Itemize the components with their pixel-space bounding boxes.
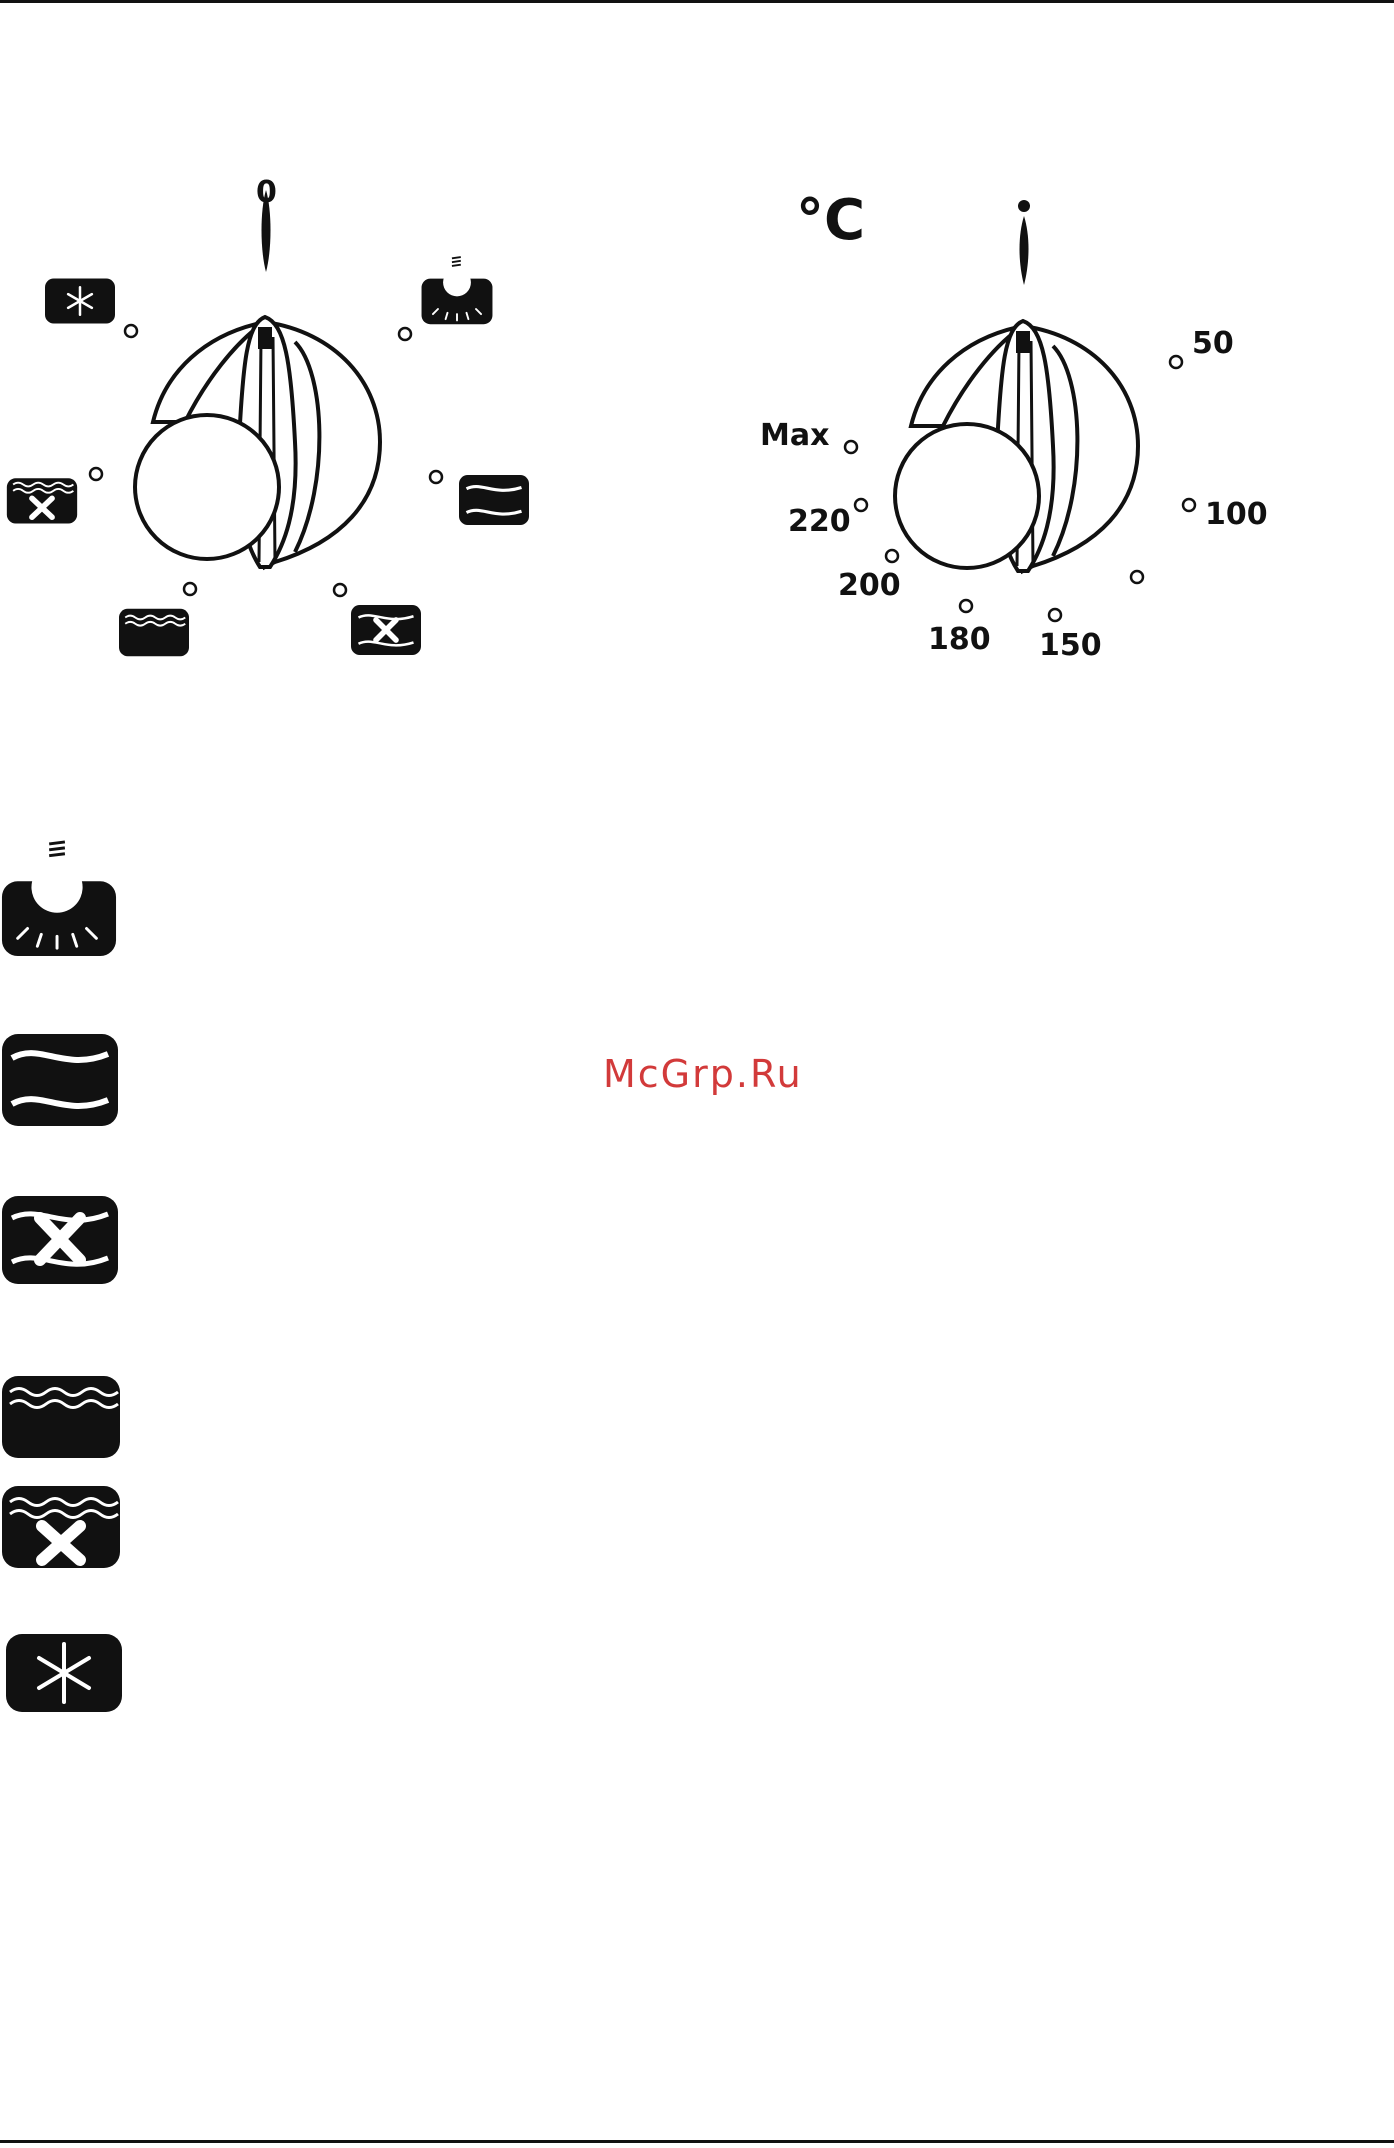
snowflake-icon	[42, 276, 118, 326]
legend-top-bottom-heat-icon	[0, 1030, 120, 1130]
legend-snowflake-icon	[4, 1632, 124, 1714]
temp-label-50: 50	[1192, 329, 1234, 359]
legend-lamp-icon	[0, 838, 118, 958]
top-heat-icon	[116, 600, 192, 660]
temp-label-200: 200	[838, 571, 901, 601]
temp-label-100: 100	[1205, 500, 1268, 530]
temp-label-150: 150	[1039, 631, 1102, 661]
function-knob	[135, 317, 380, 567]
watermark: McGrp.Ru	[603, 1052, 803, 1096]
fan-top-bottom-icon	[348, 600, 424, 660]
top-bottom-heat-icon	[456, 470, 532, 530]
thermostat-unit-label: °C	[796, 193, 865, 249]
temp-label-220: 220	[788, 507, 851, 537]
legend-top-heat-icon	[0, 1370, 122, 1460]
temp-label-max: Max	[760, 421, 829, 451]
thermostat-pointer	[1020, 216, 1029, 285]
function-zero-label: 0	[256, 178, 277, 208]
thermostat-knob	[895, 321, 1138, 571]
temp-label-180: 180	[928, 625, 991, 655]
bottom-fan-icon	[4, 472, 80, 526]
lamp-icon	[419, 253, 495, 327]
legend-fan-top-bottom-icon	[0, 1192, 120, 1288]
thermostat-pointer-dot	[1018, 200, 1030, 212]
legend-top-fan-icon	[0, 1480, 122, 1572]
